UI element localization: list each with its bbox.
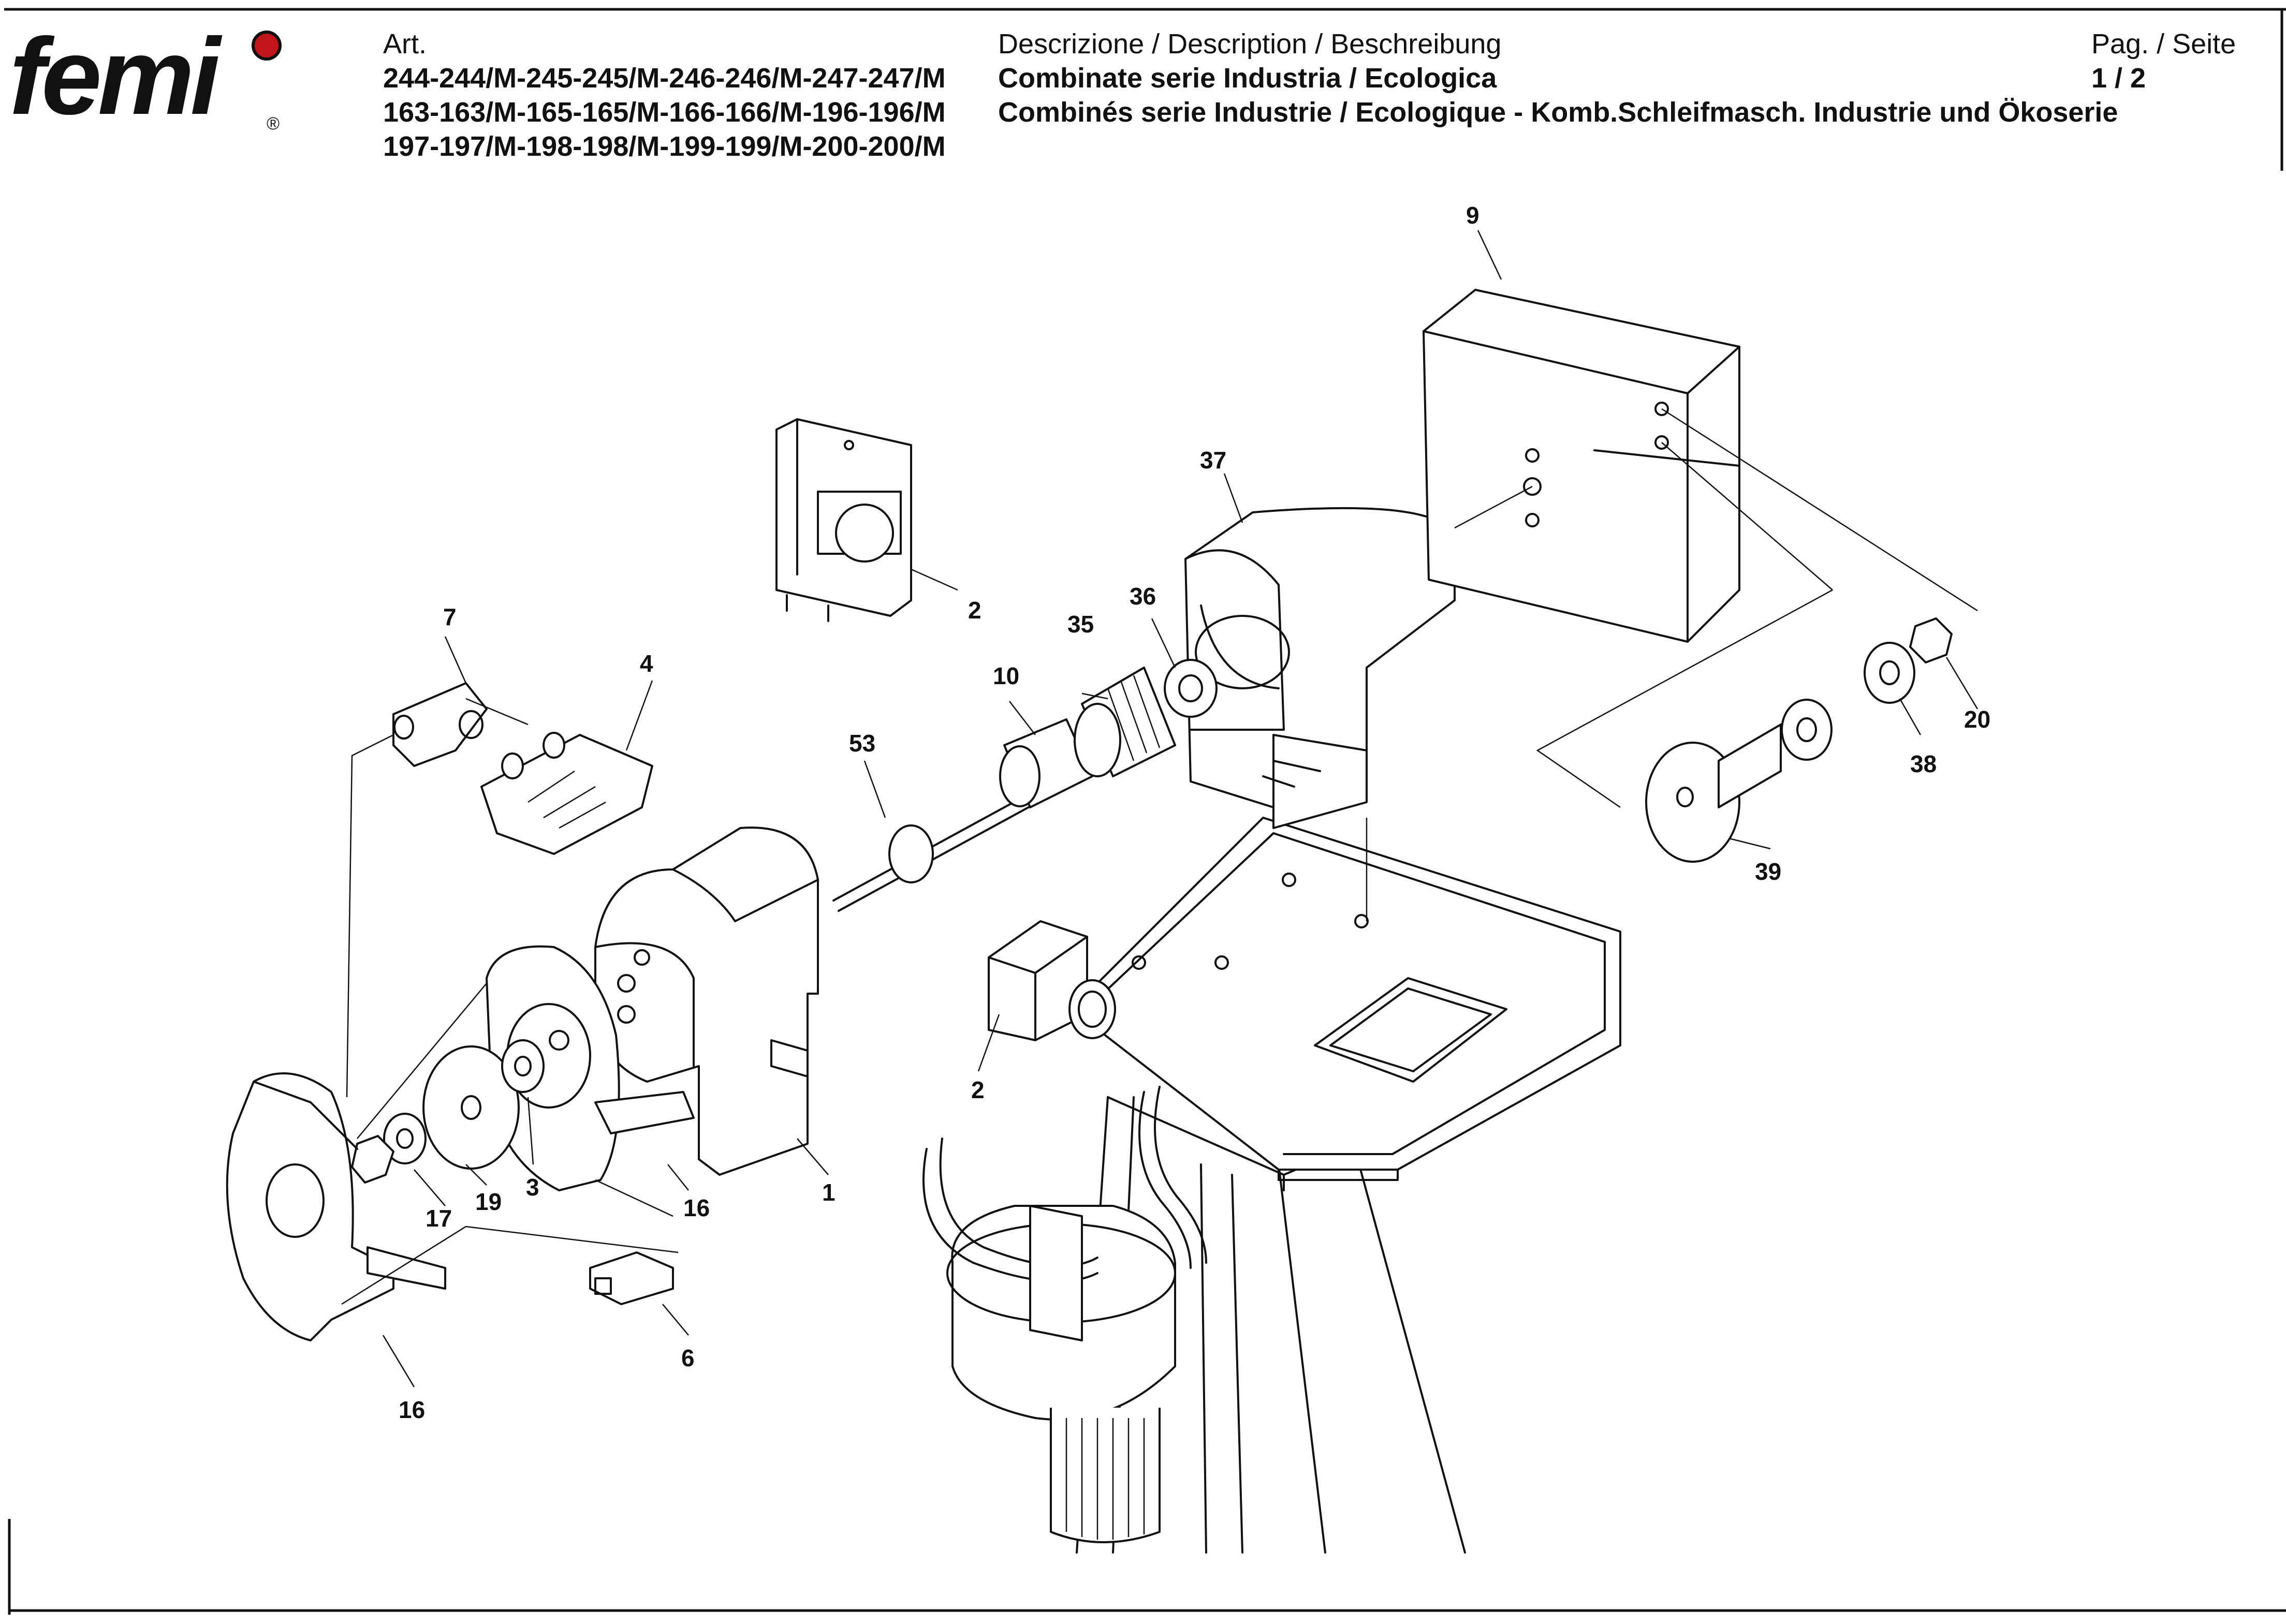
part-36-bearing [1164,659,1218,718]
part-6-clip [589,1251,674,1305]
description-line: Combinés serie Industrie / Ecologique - … [998,97,2118,128]
part-16-guard-outer [226,1072,394,1341]
article-label: Art. [383,28,427,60]
callout-1: 1 [822,1179,836,1206]
leader-lines [382,230,1979,1387]
page-label: Pag. / Seite [2091,28,2236,60]
part-3-flange [501,1039,545,1093]
callout-4: 4 [640,650,653,677]
brand-name: femi [9,16,222,137]
callout-16-inner: 16 [683,1194,710,1221]
shaft-assembly [832,659,1218,912]
callout-36: 36 [1130,583,1156,610]
part-2-switch-lower [988,920,1116,1041]
part-38-flange-inner [1781,699,1833,761]
logo-dot-icon [252,31,282,61]
part-53-collar [888,824,934,883]
article-line: 163-163/M-165-165/M-166-166/M-196-196/M [383,97,946,128]
part-20-nut [1909,617,1953,663]
eye-shield-parts [392,682,653,855]
part-39-wheel [1645,742,1740,863]
callout-35: 35 [1067,611,1094,638]
callout-2-lower: 2 [971,1076,985,1103]
description-block: Descrizione / Description / Beschreibung… [998,27,2118,129]
callout-3: 3 [526,1174,539,1201]
stand-pedestal [922,1086,1466,1554]
callout-17: 17 [426,1205,452,1232]
left-wheel-parts [226,945,695,1341]
part-19-washer [383,1113,427,1164]
callout-16-outer: 16 [399,1396,425,1423]
part-16-guard-inner [486,945,620,1191]
callout-37: 37 [1200,447,1226,474]
callout-20: 20 [1964,706,1990,733]
table-top [1071,817,1621,1181]
brand-logo: femi ® [5,16,295,140]
callout-53: 53 [849,730,875,757]
part-2-switch-upper [775,418,912,622]
part-17-nut [351,1135,394,1184]
part-7-bracket [392,682,488,767]
callout-7: 7 [443,603,457,630]
page-number: 1 / 2 [2091,63,2146,94]
callout-10: 10 [993,662,1019,689]
part-38-washer [1864,642,1915,704]
part-37-housing [1184,507,1456,829]
callout-labels: 9 37 36 35 10 53 2 2 7 4 1 3 19 17 16 16… [399,202,1990,1423]
article-block: Art. 244-244/M-245-245/M-246-246/M-247-2… [383,27,946,164]
description-label: Descrizione / Description / Beschreibung [998,28,1502,60]
part-4-shield [480,734,653,855]
description-line: Combinate serie Industria / Ecologica [998,63,1497,94]
part-19-wheel [422,1045,520,1170]
article-line: 244-244/M-245-245/M-246-246/M-247-247/M [383,63,946,94]
page-block: Pag. / Seite 1 / 2 [2091,27,2236,95]
article-line: 197-197/M-198-198/M-199-199/M-200-200/M [383,131,946,162]
part-9-box [1423,289,1740,643]
registered-mark: ® [267,114,280,134]
callout-39: 39 [1755,858,1781,885]
right-wheel-parts [1645,617,1953,863]
callout-9: 9 [1466,202,1479,229]
callout-2-upper: 2 [968,597,981,624]
callout-6: 6 [681,1345,695,1371]
assembly-lines [341,408,1978,1305]
callout-19: 19 [475,1188,502,1215]
callout-38: 38 [1910,750,1937,777]
